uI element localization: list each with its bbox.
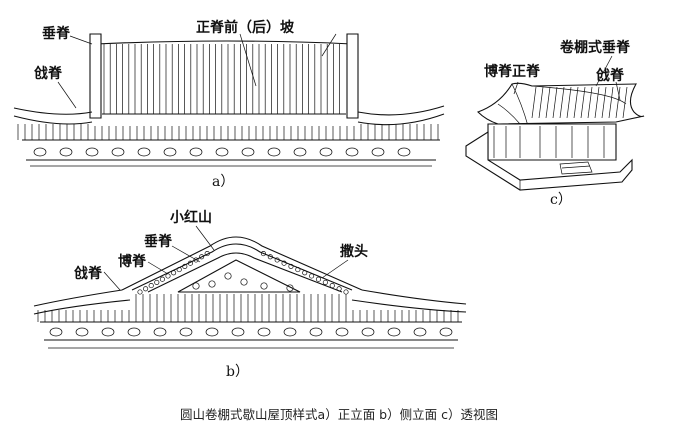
- front-eave-rafters: [17, 124, 439, 140]
- label-a-qiangji: 戗脊: [34, 65, 63, 82]
- label-a-chuiji: 垂脊: [42, 25, 71, 42]
- right-vertical-ridge: [346, 33, 359, 119]
- figure-b-side-elevation: [33, 225, 467, 349]
- sublabel-b: b）: [226, 364, 249, 380]
- sublabel-a: a）: [212, 174, 234, 190]
- label-a-zhengji: 正脊前（后）坡: [196, 19, 295, 36]
- label-b-qiangji: 戗脊: [74, 265, 103, 282]
- label-b-xiaohongshan: 小红山: [170, 209, 212, 226]
- gable-triangle: [177, 259, 301, 293]
- side-bracket-row: [49, 327, 453, 337]
- front-slope-tiles: [102, 44, 346, 115]
- figure-caption: 圆山卷棚式歇山屋顶样式a）正立面 b）侧立面 c）透视图: [180, 407, 498, 422]
- perspective-columns: [493, 126, 605, 158]
- left-vertical-ridge: [89, 33, 102, 119]
- figure-a-front-elevation: [13, 33, 445, 167]
- label-c-bojizheng: 博脊正脊: [484, 63, 541, 80]
- side-eave-rafters: [37, 294, 459, 322]
- label-b-chuiji: 垂脊: [144, 233, 173, 250]
- sublabel-c: c）: [550, 192, 572, 208]
- label-c-juanpeng: 卷棚式垂脊: [559, 39, 631, 56]
- label-b-chetou: 撒头: [340, 243, 368, 260]
- label-b-boji: 博脊: [118, 253, 147, 270]
- front-bracket-row: [33, 147, 411, 157]
- figure-c-perspective: [465, 55, 645, 191]
- label-c-qiangji: 戗脊: [596, 67, 625, 84]
- perspective-roof-tiles: [531, 86, 628, 119]
